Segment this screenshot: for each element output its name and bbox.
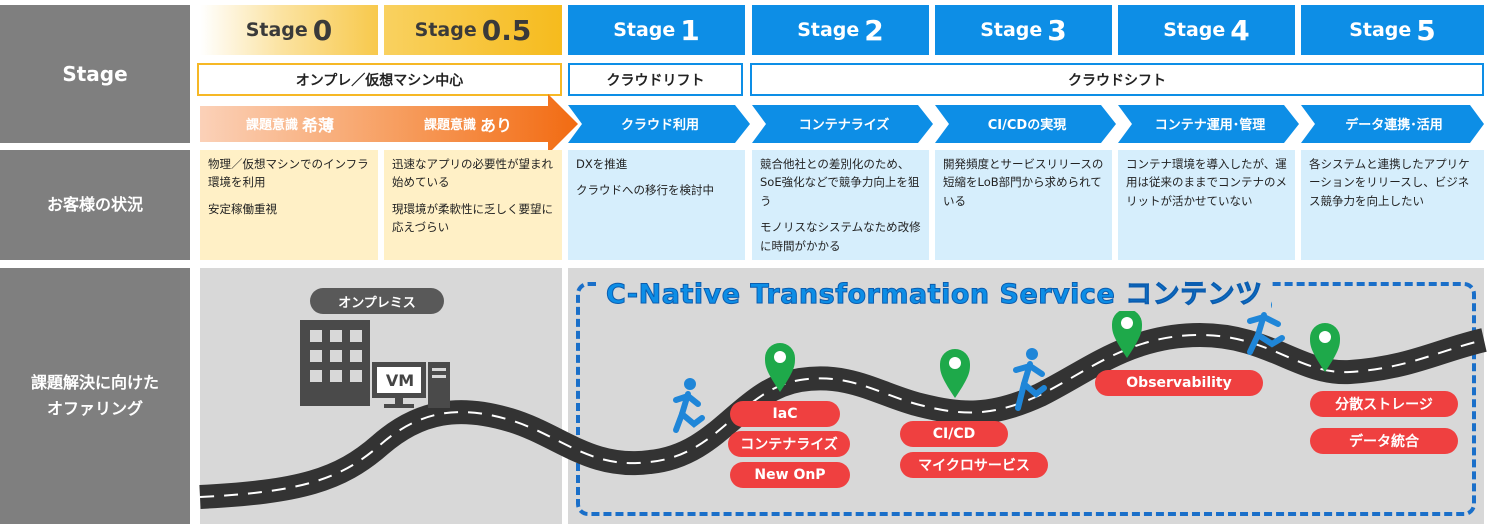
- computer-icon: [372, 362, 450, 408]
- phase-cloud-shift: クラウドシフト: [750, 63, 1484, 96]
- status-stage-05: 迅速なアプリの必要性が望まれ始めている現環境が柔軟性に乏しく要望に応えづらい: [384, 150, 562, 260]
- pill-cicd: CI/CD: [900, 421, 1008, 447]
- offering-row-label: 課題解決に向けたオファリング: [0, 268, 190, 524]
- runner-icon: [1013, 348, 1047, 411]
- phase-cloud-lift: クラウドリフト: [568, 63, 743, 96]
- chevron-s1-label: クラウド利用: [620, 118, 699, 133]
- chevron-s5-label: データ連携･活用: [1345, 118, 1443, 133]
- pill-containerize: コンテナライズ: [728, 431, 850, 457]
- chevron-stage-1: [568, 105, 750, 143]
- pill-distributed-storage: 分散ストレージ: [1310, 391, 1458, 417]
- status-stage-2: 競合他社との差別化のため、SoE強化などで競争力向上を狙うモノリスなシステムなた…: [752, 150, 929, 260]
- service-title: C-Native Transformation Service コンテンツ: [598, 272, 1271, 311]
- pill-data-integration: データ統合: [1310, 428, 1458, 454]
- offering-label-line1: 課題解決に向けた: [30, 373, 159, 393]
- road-centerline: [199, 333, 1485, 498]
- pill-iac: IaC: [730, 401, 840, 427]
- vm-label: VM: [385, 370, 415, 390]
- awareness-low-label: 課題意識希薄: [245, 115, 335, 135]
- status-stage-3: 開発頻度とサービスリリースの短縮をLoB部門から求められている: [935, 150, 1112, 260]
- phase-onprem: オンプレ／仮想マシン中心: [197, 63, 562, 96]
- pill-microservice: マイクロサービス: [900, 452, 1048, 478]
- chevron-s3-label: CI/CDの実現: [987, 118, 1067, 133]
- location-pin-icon: [940, 349, 970, 398]
- location-pin-icon: [765, 343, 795, 392]
- chevron-stage-2: [752, 105, 933, 143]
- status-stage-0: 物理／仮想マシンでのインフラ環境を利用安定稼働重視: [200, 150, 378, 260]
- location-pin-icon: [1112, 309, 1142, 358]
- location-pin-icon: [1310, 323, 1340, 372]
- awareness-high-label: 課題意識あり: [423, 115, 513, 135]
- chevron-s2-label: コンテナライズ: [798, 118, 890, 133]
- pill-new-onp: New OnP: [730, 462, 850, 488]
- status-row-label: お客様の状況: [0, 150, 190, 260]
- runner-icon: [673, 378, 705, 433]
- chevron-s4-label: コンテナ運用･管理: [1154, 118, 1266, 133]
- onprem-badge: オンプレミス: [310, 288, 444, 314]
- chevron-stage-5: [1301, 105, 1484, 143]
- status-stage-5: 各システムと連携したアプリケーションをリリースし、ビジネス競争力を向上したい: [1301, 150, 1484, 260]
- chevron-stage-3: [935, 105, 1116, 143]
- chevron-stage-4: [1118, 105, 1299, 143]
- offering-label-line2: オファリング: [46, 399, 143, 418]
- building-icon: [300, 320, 370, 406]
- awareness-arrow: [200, 94, 578, 154]
- status-stage-1: DXを推進クラウドへの移行を検討中: [568, 150, 745, 260]
- status-stage-4: コンテナ環境を導入したが、運用は従来のままでコンテナのメリットが活かせていない: [1118, 150, 1295, 260]
- stage-row-label: Stage: [0, 5, 190, 143]
- pill-observability: Observability: [1095, 370, 1263, 396]
